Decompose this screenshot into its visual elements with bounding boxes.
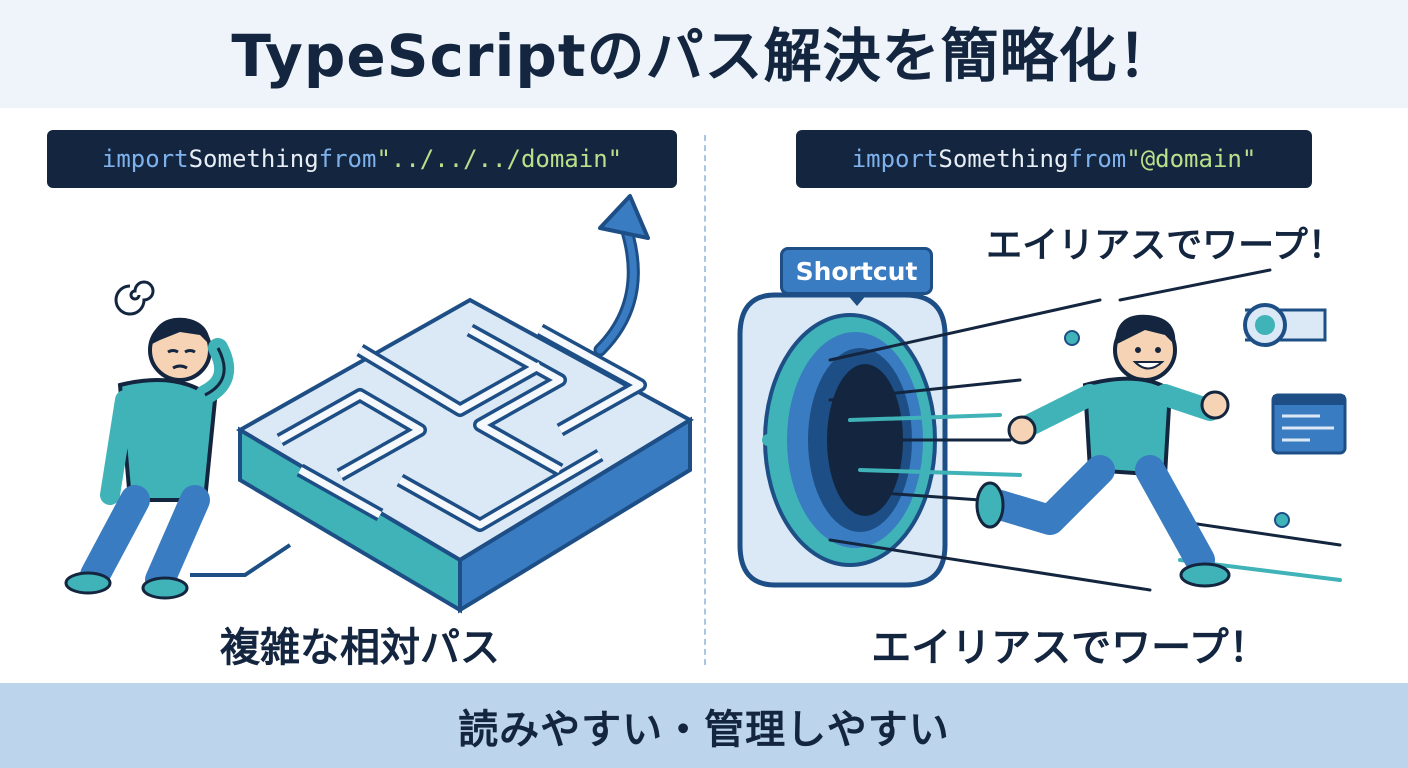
floating-disc-icon bbox=[1064, 303, 1327, 528]
running-person-icon bbox=[975, 314, 1231, 588]
footer-tagline: 読みやすい・管理しやすい bbox=[458, 706, 950, 753]
code-path-string: "@domain" bbox=[1126, 145, 1257, 173]
code-keyword-import: import bbox=[851, 145, 939, 173]
speed-lines bbox=[828, 268, 1342, 592]
footer-band: 読みやすい・管理しやすい bbox=[0, 683, 1408, 768]
code-keyword-from: from bbox=[1068, 145, 1127, 173]
maze-illustration bbox=[190, 297, 695, 614]
page-title: TypeScriptのパス解決を簡略化！ bbox=[231, 22, 1177, 90]
shortcut-badge: Shortcut bbox=[780, 247, 933, 295]
confused-person-icon bbox=[64, 280, 235, 600]
code-identifier: Something bbox=[938, 145, 1069, 173]
title-band: TypeScriptのパス解決を簡略化！ bbox=[0, 0, 1408, 108]
warp-label: エイリアスでワープ！ bbox=[986, 225, 1344, 266]
code-keyword-import: import bbox=[101, 145, 189, 173]
code-snippet-relative: import Something from "../../../domain" bbox=[47, 130, 677, 188]
caption-alias-warp: エイリアスでワープ！ bbox=[871, 625, 1269, 671]
center-divider bbox=[704, 135, 706, 665]
curved-arrow-icon bbox=[593, 194, 650, 357]
code-keyword-from: from bbox=[318, 145, 377, 173]
shortcut-badge-tail bbox=[845, 292, 869, 306]
code-identifier: Something bbox=[188, 145, 319, 173]
caption-relative-path: 複雑な相対パス bbox=[220, 625, 500, 671]
code-path-string: "../../../domain" bbox=[376, 145, 623, 173]
code-snippet-alias: import Something from "@domain" bbox=[796, 130, 1312, 188]
code-window-icon bbox=[1271, 393, 1347, 455]
